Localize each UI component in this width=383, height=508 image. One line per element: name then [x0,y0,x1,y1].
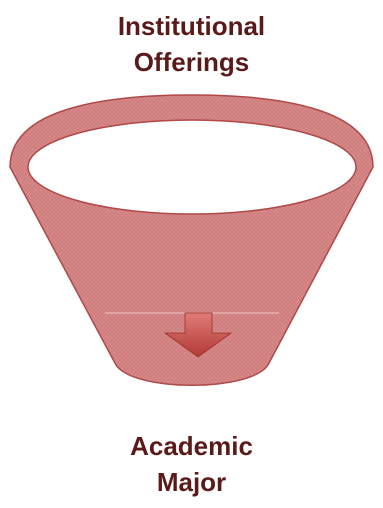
funnel-opening [28,120,356,214]
funnel-bottom-label: Academic Major [0,428,383,500]
bottom-label-line-1: Academic [0,428,383,464]
bottom-label-line-2: Major [0,464,383,500]
